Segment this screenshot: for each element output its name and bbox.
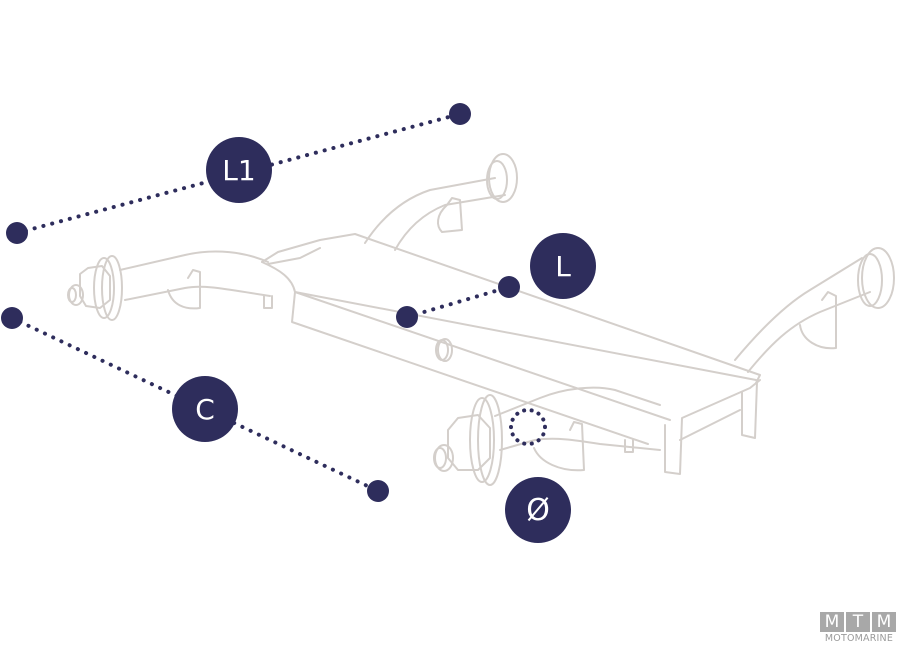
dimension-badge-diameter: Ø — [505, 477, 571, 543]
dimension-badge-c: C — [172, 376, 238, 442]
badge-label: L — [555, 249, 571, 283]
logo-letter: T — [846, 612, 870, 632]
logo-letter: M — [820, 612, 844, 632]
badge-label: C — [195, 392, 215, 426]
motomarine-logo: M T M MOTOMARINE — [820, 612, 898, 646]
logo-letter: M — [872, 612, 896, 632]
dimension-badge-l1: L1 — [206, 137, 272, 203]
dimension-badge-l: L — [530, 233, 596, 299]
diameter-icon: Ø — [526, 492, 550, 528]
badge-label: L1 — [222, 153, 256, 187]
logo-text: MOTOMARINE — [824, 633, 894, 644]
